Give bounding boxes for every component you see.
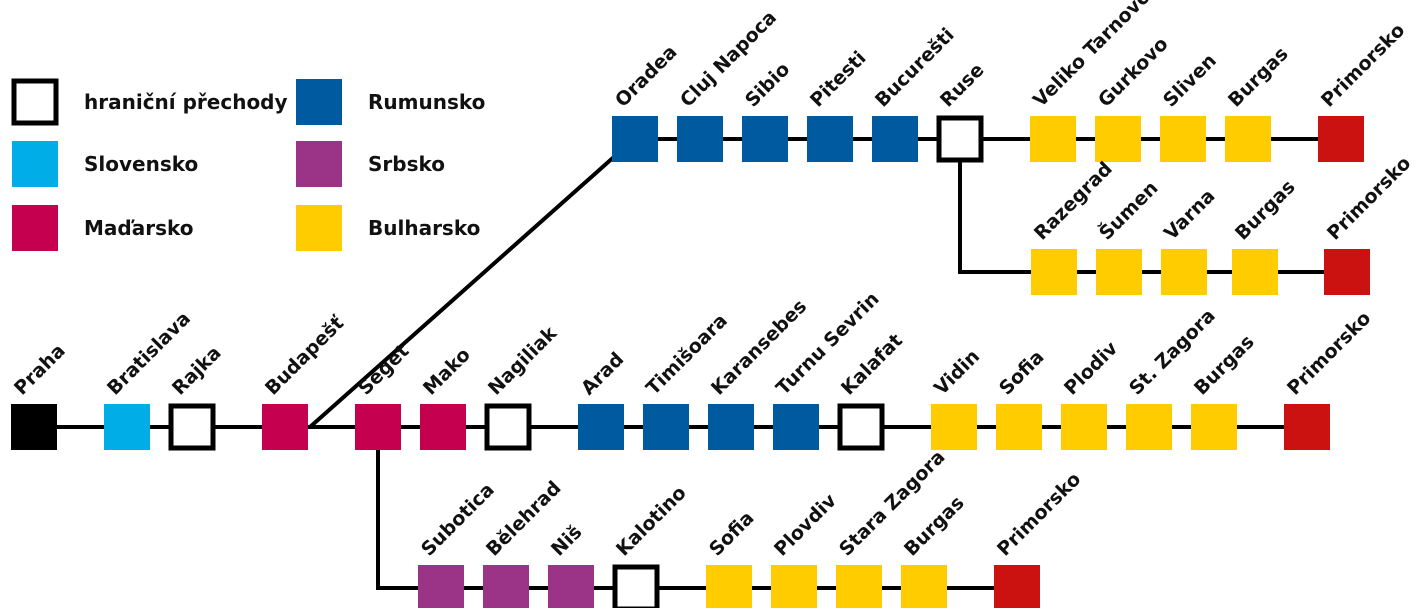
legend-label-slovensko: Slovensko [84,152,198,176]
station-main-karansebes [708,404,754,450]
station-label: Sibio [741,58,794,111]
station-main-turnu-sevrin [773,404,819,450]
station-label: Rajka [168,342,226,400]
station-main-timisoara [643,404,689,450]
station-north-cluj-napoca [677,116,723,162]
legend-label-bulharsko: Bulharsko [368,216,480,240]
station-label: Pitesti [806,47,871,112]
station-label: Burgas [1231,176,1300,245]
station-main-mako [420,404,466,450]
station-main-seget [355,404,401,450]
legend-swatch-slovensko [12,141,58,187]
station-main-budapest [262,404,308,450]
station-label: Oradea [611,41,681,111]
legend-label-srbsko: Srbsko [368,152,445,176]
station-south-burgas [901,565,947,608]
station-south-sofia [706,565,752,608]
station-label: Vidin [930,345,984,399]
station-label: Ruse [936,59,989,112]
station-ruse_branch-varna [1161,249,1207,295]
station-south-plovdiv [771,565,817,608]
station-north-sliven [1160,116,1206,162]
station-label: Primorsko [1317,19,1409,111]
station-main-kalafat [837,403,885,451]
station-main-st-zagora [1126,404,1172,450]
station-label: Kalotino [612,482,691,561]
station-south-subotica [418,565,464,608]
station-ruse_branch-razegrad [1031,249,1077,295]
station-main-nagiliak [484,403,532,451]
station-south-primorsko [994,565,1040,608]
station-north-ruse [936,115,984,163]
station-main-burgas [1191,404,1237,450]
station-label: Sofia [995,346,1048,399]
station-south-nis [548,565,594,608]
station-label: Nagiliak [484,322,562,400]
station-main-arad [578,404,624,450]
station-label: Burgas [900,492,969,561]
station-label: Burgas [1224,43,1293,112]
station-label: Kalafat [837,329,907,399]
legend-swatch-srbsko [296,141,342,187]
station-main-praha [11,404,57,450]
legend-label-madarsko: Maďarsko [84,216,193,240]
ruse-branch-line [958,139,1347,274]
station-label: Arad [577,348,628,399]
station-label: Sofia [705,507,758,560]
station-label: Primorsko [1323,152,1415,244]
station-label: Mako [419,344,475,400]
station-main-plodiv [1061,404,1107,450]
station-south-kalotino [612,564,660,608]
legend-label-rumunsko: Rumunsko [368,90,485,114]
legend-swatch-border [11,78,59,126]
legend-swatch-rumunsko [296,79,342,125]
station-label: Niš [547,521,586,560]
station-label: Plodiv [1060,337,1123,400]
legend-swatch-madarsko [12,205,58,251]
station-main-primorsko [1284,404,1330,450]
station-label: Varna [1160,185,1220,245]
station-north-burgas [1225,116,1271,162]
legend-label-border: hraniční přechody [84,90,288,114]
station-label: Budapešť [261,312,349,400]
station-south-belehrad [483,565,529,608]
station-north-oradea [612,116,658,162]
station-label: Plovdiv [770,489,841,560]
station-main-bratislava [104,404,150,450]
station-label: Praha [10,340,70,400]
station-north-sibio [742,116,788,162]
station-north-gurkovo [1095,116,1141,162]
station-label: Primorsko [1283,307,1375,399]
station-south-stara-zagora [836,565,882,608]
station-label: Sliven [1159,50,1221,112]
station-ruse_branch-primorsko [1324,249,1370,295]
station-label: Primorsko [993,468,1085,560]
station-north-veliko-tarnovo [1030,116,1076,162]
station-label: Burgas [1190,331,1259,400]
station-ruse_branch-burgas [1232,249,1278,295]
station-ruse_branch-sumen [1096,249,1142,295]
station-main-vidin [931,404,977,450]
station-north-primorsko [1318,116,1364,162]
station-label: Seget [354,340,413,399]
station-north-pitesti [807,116,853,162]
stations [11,115,1370,608]
legend-swatch-bulharsko [296,205,342,251]
station-north-bucuresti [872,116,918,162]
station-main-rajka [168,403,216,451]
station-main-sofia [996,404,1042,450]
